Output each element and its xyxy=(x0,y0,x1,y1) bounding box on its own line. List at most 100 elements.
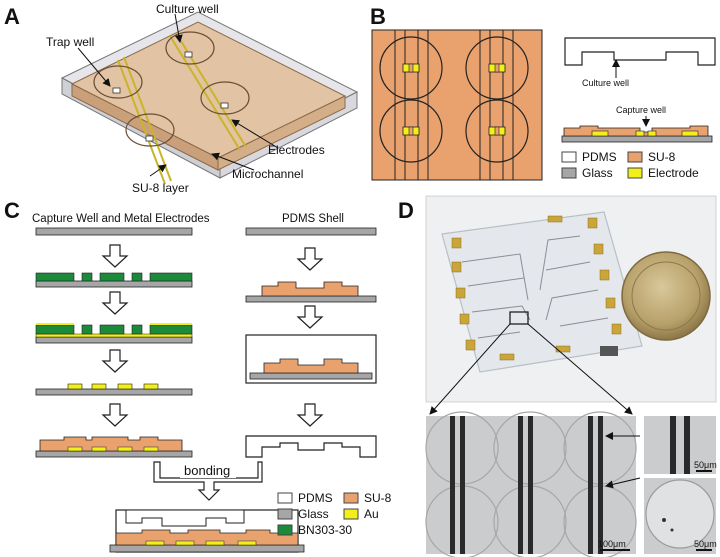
culture-well-2 xyxy=(165,31,215,65)
legend-c-swatch-pdms xyxy=(277,492,293,504)
panel-b-letter: B xyxy=(370,4,386,29)
inset-pointer-bottom xyxy=(605,477,641,489)
c-right-arrow-2 xyxy=(296,305,324,329)
legend-b-electrode: Electrode xyxy=(648,166,699,180)
inset-top-electrode-1 xyxy=(670,416,676,474)
panel-d-letter: D xyxy=(398,198,414,223)
inset-cell-1 xyxy=(662,518,666,522)
panel-a-electrodes xyxy=(117,32,247,185)
scalebar-main-bar xyxy=(600,549,630,551)
label-su8-layer: SU-8 layer xyxy=(132,181,189,195)
c-left-arrow-3 xyxy=(101,349,129,373)
c-right-step1-glass xyxy=(245,227,377,236)
c-left-step5-su8 xyxy=(39,436,183,452)
zoom-pointer-left xyxy=(429,323,511,415)
legend-c-swatch-au xyxy=(343,508,359,520)
inset-bottom-well xyxy=(645,479,715,549)
label-culture-well: Culture well xyxy=(156,2,219,16)
c-right-step4-pdms-shell xyxy=(245,435,377,458)
pdms-shell-section xyxy=(564,37,716,66)
legend-c-swatch-glass xyxy=(277,508,293,520)
c-left-arrow-1 xyxy=(101,244,129,268)
c-left-step3-glass xyxy=(35,336,193,344)
zoom-pointer-right xyxy=(527,323,633,415)
label-microchannel: Microchannel xyxy=(232,167,303,181)
label-electrodes: Electrodes xyxy=(268,143,325,157)
c-right-step3-su8 xyxy=(263,358,359,374)
panel-a: A xyxy=(4,2,359,195)
c-final-au xyxy=(145,540,257,546)
legend-b-pdms: PDMS xyxy=(582,150,617,164)
c-left-step4-au xyxy=(67,383,159,390)
label-trap-well: Trap well xyxy=(46,35,94,49)
culture-well-3 xyxy=(125,113,175,147)
label-b-culture-well: Culture well xyxy=(582,78,629,88)
legend-b-swatch-electrode xyxy=(627,167,643,179)
legend-c-pdms: PDMS xyxy=(298,491,333,505)
su8-chip-side-right xyxy=(217,95,346,171)
coin-inner-ring xyxy=(631,261,701,331)
legend-b-swatch-su8 xyxy=(627,151,643,163)
device-traces xyxy=(461,235,609,339)
legend-c-bn: BN303-30 xyxy=(298,523,352,537)
scalebar-bottom-label: 50μm xyxy=(694,539,717,549)
c-right-arrow-3 xyxy=(296,403,324,427)
legend-c-glass: Glass xyxy=(298,507,329,521)
inset-top-electrode-2 xyxy=(684,416,690,474)
scalebar-bottom-bar xyxy=(696,549,712,551)
panel-a-wells xyxy=(93,31,250,147)
c-left-title: Capture Well and Metal Electrodes xyxy=(32,213,210,225)
c-left-step3-layers xyxy=(35,323,193,338)
label-b-capture-well: Capture well xyxy=(616,105,666,115)
legend-b-swatch-pdms xyxy=(561,151,577,163)
c-left-step1-glass xyxy=(35,227,193,236)
glass-layer-b xyxy=(561,135,713,143)
device-dark-pad xyxy=(600,346,618,356)
zoom-region-box xyxy=(509,311,529,325)
c-left-step2-bn xyxy=(35,272,193,282)
top-view-wells xyxy=(379,36,529,163)
scalebar-top-bar xyxy=(696,470,712,472)
scalebar-main-label: 100μm xyxy=(598,539,626,549)
culture-well-1 xyxy=(93,65,143,99)
legend-c-swatch-su8 xyxy=(343,492,359,504)
c-right-step2-glass xyxy=(245,295,377,303)
top-view-chip xyxy=(371,29,543,181)
panel-d: D xyxy=(398,195,717,557)
c-final-pdms-channel xyxy=(125,509,245,527)
panel-a-trap-wells xyxy=(112,51,229,142)
micrograph-inset-top xyxy=(644,416,716,474)
inset-cell-2 xyxy=(670,528,674,532)
c-left-arrow-2 xyxy=(101,291,129,315)
panel-c: C Capture Well and Metal Electrodes PDMS… xyxy=(4,198,392,553)
c-bonding-label: bonding xyxy=(184,463,230,478)
legend-c-su8: SU-8 xyxy=(364,491,392,505)
c-bonding-connector xyxy=(153,461,263,501)
legend-b: PDMS SU-8 Glass Electrode xyxy=(561,150,699,180)
c-right-title: PDMS Shell xyxy=(282,213,344,225)
panel-a-leaders xyxy=(77,13,279,177)
c-left-arrow-4 xyxy=(101,403,129,427)
panel-c-letter: C xyxy=(4,198,20,223)
top-view-electrode-pads xyxy=(402,63,506,136)
legend-b-glass: Glass xyxy=(582,166,613,180)
micrograph-electrodes xyxy=(450,416,603,554)
c-left-step4-glass xyxy=(35,388,193,396)
c-final-glass xyxy=(109,544,305,553)
panel-a-letter: A xyxy=(4,4,20,29)
c-right-step3-glass xyxy=(249,372,373,380)
electrode-pads-b xyxy=(591,130,699,137)
c-left-step2-glass xyxy=(35,280,193,288)
c-right-step2-su8 xyxy=(261,281,359,297)
legend-c: PDMS SU-8 Glass Au BN303-30 xyxy=(277,491,392,537)
coin xyxy=(621,251,711,341)
legend-b-su8: SU-8 xyxy=(648,150,676,164)
c-left-step5-au xyxy=(67,446,159,452)
device-contact-pads xyxy=(451,215,622,361)
legend-b-swatch-glass xyxy=(561,167,577,179)
legend-c-swatch-bn xyxy=(277,524,293,536)
c-right-arrow-1 xyxy=(296,247,324,271)
c-left-step5-glass xyxy=(35,450,193,458)
